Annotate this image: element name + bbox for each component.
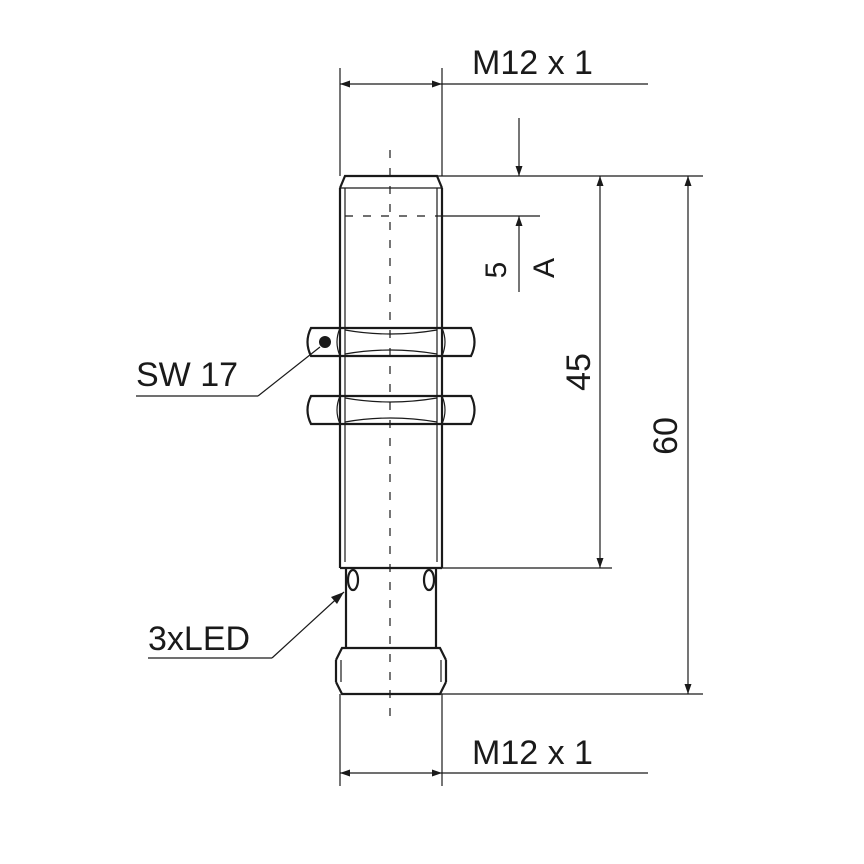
dimension-thread-bottom: M12 x 1 [340, 734, 648, 777]
led-right [422, 568, 436, 592]
thread-length-label: 45 [560, 353, 598, 391]
led-callout: 3xLED [148, 591, 345, 659]
total-length-label: 60 [647, 417, 685, 455]
thread-bottom-label: M12 x 1 [472, 734, 593, 772]
sensing-distance-label: 5 [480, 262, 513, 279]
wrench-callout-dot [319, 336, 331, 348]
dimension-thread-length: 45 [560, 176, 604, 568]
dimension-sensing-distance: 5 A [480, 118, 561, 292]
wrench-size-callout: SW 17 [136, 346, 321, 397]
wrench-size-label: SW 17 [136, 356, 238, 394]
thread-top-label: M12 x 1 [472, 44, 593, 82]
sensing-marker-label: A [528, 258, 561, 278]
dimension-total-length: 60 [647, 176, 692, 694]
sensor-housing [338, 174, 444, 570]
connector-section [334, 568, 448, 696]
lower-hex-nut [306, 394, 476, 426]
upper-hex-nut [306, 326, 476, 358]
led-label: 3xLED [148, 620, 250, 658]
dimension-thread-top: M12 x 1 [340, 44, 648, 88]
led-left [346, 568, 360, 592]
